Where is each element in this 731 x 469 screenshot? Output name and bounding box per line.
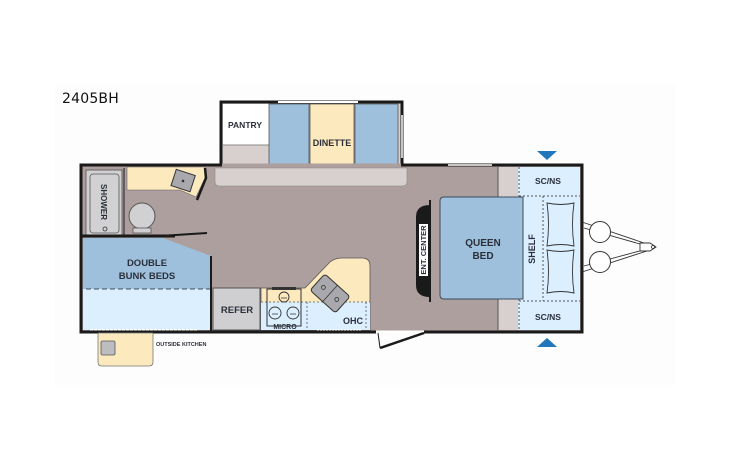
toilet-icon	[128, 202, 156, 234]
label-outside-kitchen: OUTSIDE KITCHEN	[156, 342, 206, 348]
outside-kitchen	[97, 332, 154, 367]
door-icon	[376, 330, 425, 350]
slide-arrow-icon	[537, 338, 557, 347]
label-scns-bottom: SC/NS	[535, 312, 561, 322]
label-dinette: DINETTE	[313, 138, 352, 148]
propane-tank-icon	[581, 221, 657, 273]
label-ent-center: ENT. CENTER	[419, 225, 428, 275]
main-body	[79, 163, 584, 334]
label-ohc: OHC	[343, 316, 364, 326]
stove-icon	[266, 287, 302, 327]
label-queen-2: BED	[472, 251, 493, 262]
label-scns-top: SC/NS	[535, 176, 561, 186]
kitchen-sink-icon	[310, 274, 350, 313]
ent-center	[416, 200, 431, 302]
label-refer: REFER	[221, 305, 253, 316]
label-pantry: PANTRY	[228, 120, 262, 130]
shower-drain-icon	[102, 226, 108, 232]
label-queen-1: QUEEN	[465, 238, 501, 249]
label-shower: SHOWER	[99, 184, 108, 220]
label-shelf: SHELF	[527, 234, 537, 264]
label-micro: MICRO	[273, 324, 297, 331]
slide-arrow-icon	[537, 151, 557, 160]
model-number: 2405BH	[62, 91, 119, 107]
sink-icon	[170, 168, 196, 193]
label-bunk-1: DOUBLE	[127, 258, 167, 269]
label-bunk-2: BUNK BEDS	[119, 271, 175, 282]
